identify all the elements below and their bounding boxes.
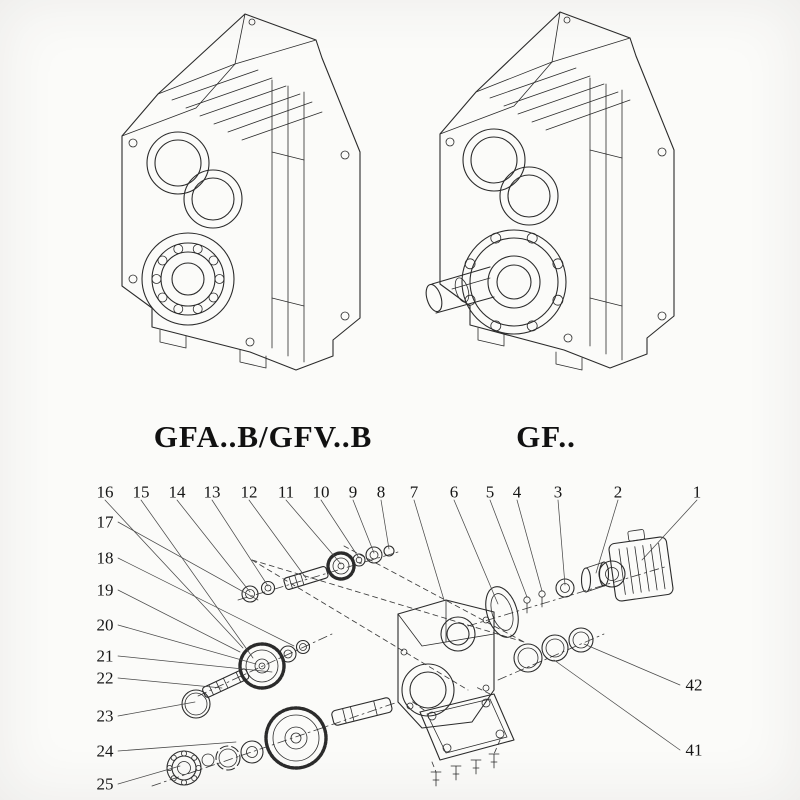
part-callout-6: 6	[449, 482, 459, 502]
part-callout-23: 23	[96, 706, 114, 726]
gasket	[485, 586, 519, 638]
callout-leader-lines	[104, 499, 698, 785]
exploded-view	[151, 529, 674, 787]
part-callout-20: 20	[96, 615, 114, 635]
model-label-gfab-gfvb: GFA..B/GFV..B	[153, 419, 373, 454]
fastener-bolts	[523, 590, 546, 614]
motor-unit	[598, 529, 674, 602]
input-shaft-assembly	[241, 545, 395, 603]
gearbox-left-drawing	[121, 13, 361, 371]
part-callout-10: 10	[312, 482, 330, 502]
part-callout-13: 13	[203, 482, 221, 502]
part-callout-42: 42	[685, 675, 703, 695]
cover-plate-assembly	[419, 693, 515, 787]
part-callout-2: 2	[613, 482, 623, 502]
part-callout-1: 1	[692, 482, 702, 502]
part-callout-24: 24	[96, 741, 114, 761]
part-callout-4: 4	[512, 482, 522, 502]
housing	[397, 599, 495, 729]
seal-rings	[513, 627, 594, 673]
part-callout-9: 9	[348, 482, 358, 502]
part-callout-21: 21	[96, 646, 114, 666]
part-callout-25: 25	[96, 774, 114, 794]
intermediate-gear-assembly	[181, 639, 311, 719]
part-callout-7: 7	[409, 482, 419, 502]
coupling	[580, 561, 610, 593]
assembly-axes	[151, 545, 669, 787]
part-callout-16: 16	[96, 482, 114, 502]
part-callout-41: 41	[685, 740, 703, 760]
part-callout-17: 17	[96, 512, 114, 532]
gearbox-right-drawing	[425, 11, 675, 371]
part-callout-18: 18	[96, 548, 114, 568]
part-callout-22: 22	[96, 668, 114, 688]
part-callout-12: 12	[240, 482, 258, 502]
part-callout-15: 15	[132, 482, 150, 502]
output-gear-assembly	[166, 697, 393, 786]
part-callout-8: 8	[376, 482, 386, 502]
part-callout-19: 19	[96, 580, 114, 600]
part-callout-3: 3	[553, 482, 563, 502]
part-callout-11: 11	[277, 482, 295, 502]
part-callout-5: 5	[485, 482, 495, 502]
model-label-gf: GF..	[516, 419, 576, 454]
part-callout-14: 14	[168, 482, 186, 502]
